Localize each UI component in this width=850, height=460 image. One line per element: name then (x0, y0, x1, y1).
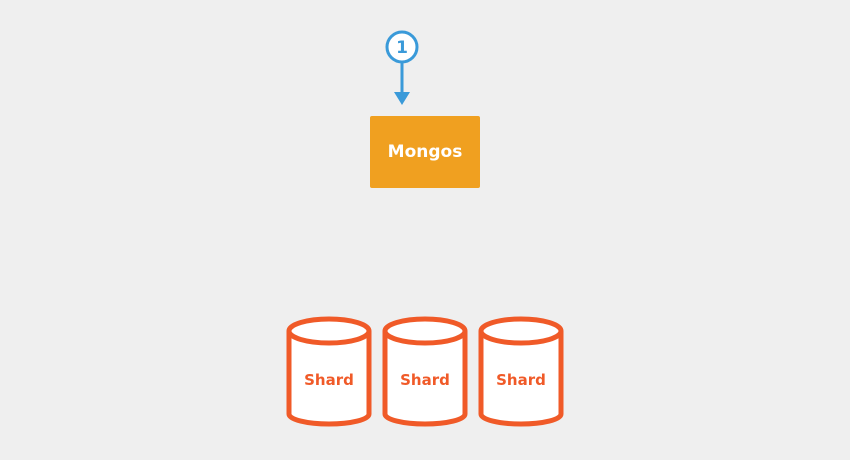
mongos-box: Mongos (370, 116, 480, 188)
shard-top-ellipse (286, 316, 372, 346)
step-marker: 1 (385, 30, 419, 64)
arrow-down-icon (394, 62, 410, 105)
step-number: 1 (396, 38, 408, 58)
shard-1: Shard (286, 316, 372, 427)
mongos-label: Mongos (387, 142, 463, 162)
shard-label: Shard (400, 371, 450, 389)
shard-3: Shard (478, 316, 564, 427)
shard-top-ellipse (478, 316, 564, 346)
database-cylinder-icon (478, 331, 564, 427)
shard-label: Shard (304, 371, 354, 389)
shard-label: Shard (496, 371, 546, 389)
database-cylinder-icon (286, 331, 372, 427)
shard-top-ellipse (382, 316, 468, 346)
database-cylinder-icon (382, 331, 468, 427)
shard-2: Shard (382, 316, 468, 427)
